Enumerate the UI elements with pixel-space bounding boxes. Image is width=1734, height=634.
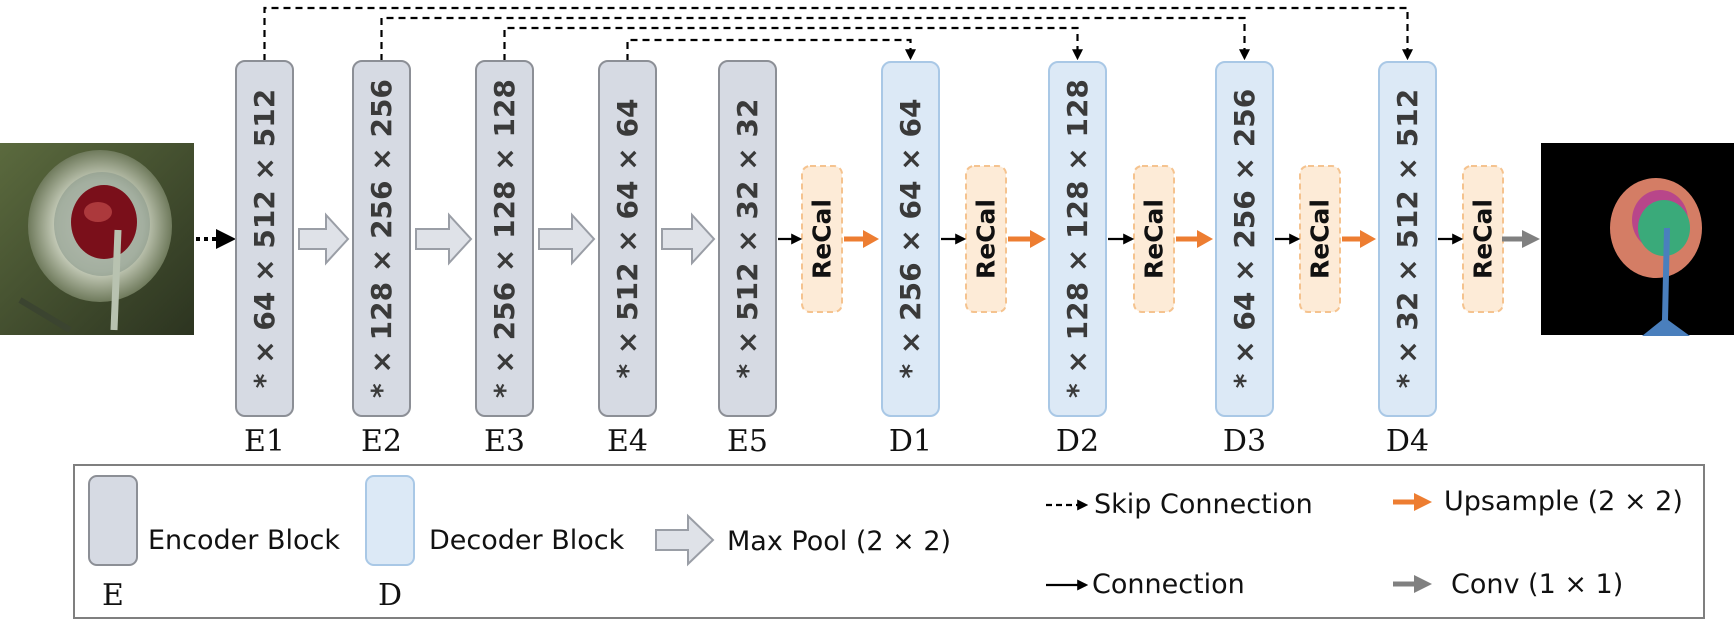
recal-block-2: ReCal — [965, 165, 1007, 313]
decoder-label-4: D4 — [1386, 424, 1429, 459]
decoder-dims-2: * × 128 × 128 × 128 — [1061, 79, 1094, 398]
upsample-arrow-3 — [1176, 230, 1213, 248]
legend-connection-text: Connection — [1092, 569, 1245, 600]
recal-label-2: ReCal — [972, 199, 1001, 279]
encoder-dims-3: * × 256 × 128 × 128 — [488, 79, 521, 398]
legend-encoder-letter: E — [102, 578, 124, 613]
legend-border — [73, 464, 1705, 619]
recal-label-5: ReCal — [1469, 199, 1498, 279]
encoder-dims-2: * × 128 × 256 × 256 — [365, 79, 398, 398]
skip-connection-1 — [263, 6, 1413, 61]
decoder-block-1: * × 256 × 64 × 64 D1 — [881, 61, 940, 459]
decoder-label-3: D3 — [1223, 424, 1266, 459]
maxpool-arrow-1 — [298, 212, 350, 266]
legend-decoder-letter: D — [378, 578, 402, 613]
upsample-arrow-1 — [844, 230, 879, 248]
decoder-dims-3: * × 64 × 256 × 256 — [1228, 89, 1261, 388]
maxpool-arrow-2 — [415, 212, 473, 266]
recal-block-3: ReCal — [1133, 165, 1175, 313]
encoder-label-3: E3 — [484, 424, 525, 459]
encoder-label-2: E2 — [361, 424, 402, 459]
maxpool-arrow-4 — [661, 212, 716, 266]
recal-block-5: ReCal — [1462, 165, 1504, 313]
upsample-arrow-2 — [1008, 230, 1046, 248]
legend-encoder-swatch — [88, 475, 138, 566]
encoder-block-4: * × 512 × 64 × 64 E4 — [598, 60, 657, 459]
legend-conv-text: Conv (1 × 1) — [1451, 569, 1623, 600]
legend-maxpool-text: Max Pool (2 × 2) — [727, 526, 951, 557]
recal-label-1: ReCal — [808, 199, 837, 279]
legend-conv-icon — [1393, 575, 1432, 593]
recal-block-1: ReCal — [801, 165, 843, 313]
decoder-dims-1: * × 256 × 64 × 64 — [894, 99, 927, 379]
recal-label-3: ReCal — [1140, 199, 1169, 279]
upsample-arrow-4 — [1342, 230, 1376, 248]
legend-maxpool-icon — [655, 513, 715, 567]
skip-connection-4 — [626, 38, 916, 61]
skip-connection-2 — [380, 16, 1250, 61]
input-surgical-image — [0, 143, 194, 335]
output-segmentation-image — [1541, 143, 1734, 336]
decoder-label-1: D1 — [889, 424, 932, 459]
encoder-dims-4: * × 512 × 64 × 64 — [611, 99, 644, 379]
encoder-label-4: E4 — [607, 424, 648, 459]
decoder-dims-4: * × 32 × 512 × 512 — [1391, 89, 1424, 388]
decoder-label-2: D2 — [1056, 424, 1099, 459]
legend-upsample-text: Upsample (2 × 2) — [1444, 486, 1683, 517]
legend-encoder-text: Encoder Block — [148, 525, 340, 556]
legend-decoder-text: Decoder Block — [429, 525, 625, 556]
recal-block-4: ReCal — [1299, 165, 1341, 313]
legend: E Encoder Block D Decoder Block Max Pool… — [73, 464, 1705, 619]
encoder-dims-1: * × 64 × 512 × 512 — [248, 89, 281, 388]
legend-skip-text: Skip Connection — [1094, 489, 1313, 520]
encoder-label-1: E1 — [244, 424, 285, 459]
encoder-block-5: * × 512 × 32 × 32 E5 — [718, 60, 777, 459]
conv-arrow — [1502, 230, 1540, 248]
skip-connection-3 — [503, 26, 1083, 61]
legend-decoder-swatch — [365, 475, 415, 566]
encoder-label-5: E5 — [727, 424, 768, 459]
encoder-dims-5: * × 512 × 32 × 32 — [731, 99, 764, 379]
recal-label-4: ReCal — [1306, 199, 1335, 279]
legend-upsample-icon — [1393, 493, 1432, 511]
maxpool-arrow-3 — [538, 212, 596, 266]
